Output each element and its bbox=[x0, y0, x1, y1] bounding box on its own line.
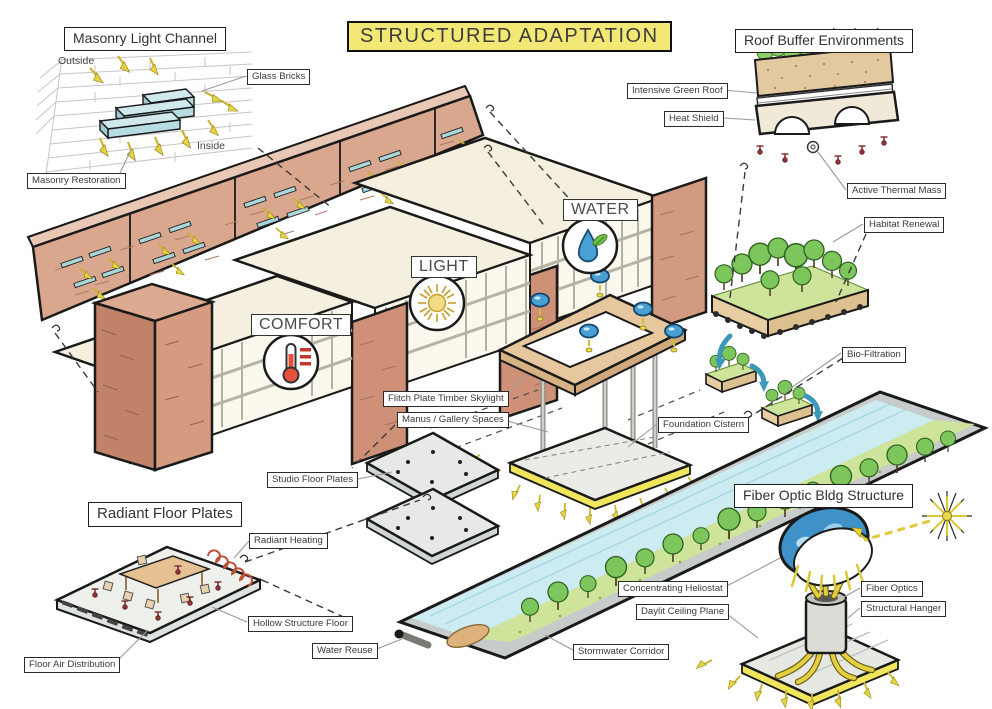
table-and-chairs bbox=[102, 554, 212, 610]
label-habitat-renewal: Habitat Renewal bbox=[864, 217, 945, 233]
label-foundation-cistern: Foundation Cistern bbox=[658, 417, 750, 433]
label-stormwater-corridor: Stormwater Corridor bbox=[573, 644, 670, 660]
label-water-reuse: Water Reuse bbox=[312, 643, 378, 659]
label-fiber-optics: Fiber Optics bbox=[861, 581, 923, 597]
dashed-connectors bbox=[54, 111, 867, 621]
label-radiant-heating: Radiant Heating bbox=[249, 533, 328, 549]
water-icon bbox=[561, 217, 619, 275]
label-outside: Outside bbox=[58, 55, 95, 67]
label-gallery-spaces: Manus / Gallery Spaces bbox=[397, 412, 509, 428]
comfort-icon bbox=[262, 333, 320, 391]
fiber-optic-cables bbox=[774, 646, 876, 686]
foundation-cistern-plate bbox=[464, 426, 702, 526]
zone-light: LIGHT bbox=[411, 256, 477, 278]
label-intensive-green-roof: Intensive Green Roof bbox=[627, 83, 728, 99]
brick-pier bbox=[350, 301, 409, 466]
label-glass-bricks: Glass Bricks bbox=[247, 69, 311, 85]
zone-comfort: COMFORT bbox=[251, 314, 352, 336]
label-bio-filtration: Bio-Filtration bbox=[842, 347, 906, 363]
heliostat-assembly bbox=[695, 491, 972, 709]
zone-water: WATER bbox=[563, 199, 638, 221]
timber-skylight bbox=[497, 293, 688, 470]
label-concentrating-heliostat: Concentrating Heliostat bbox=[618, 581, 728, 597]
light-icon bbox=[408, 274, 466, 332]
sun-icon bbox=[863, 491, 972, 542]
water-reuse-pipe bbox=[396, 630, 432, 649]
floor-air-vents bbox=[61, 600, 149, 637]
label-masonry-restoration: Masonry Restoration bbox=[27, 173, 126, 189]
radiant-heating-coils bbox=[207, 549, 253, 587]
habitat-planter bbox=[710, 237, 870, 339]
label-inside: Inside bbox=[197, 140, 226, 152]
sediment bbox=[446, 623, 490, 649]
studio-floor-plates-drawing bbox=[364, 431, 501, 566]
roof-buffer-title: Roof Buffer Environments bbox=[735, 29, 914, 53]
label-heat-shield: Heat Shield bbox=[664, 111, 724, 127]
radiant-floor-title: Radiant Floor Plates bbox=[88, 502, 242, 527]
radiant-floor-drawing bbox=[53, 545, 264, 644]
label-studio-floor-plates: Studio Floor Plates bbox=[267, 472, 359, 488]
thermal-mass-valves bbox=[755, 136, 889, 166]
heliostat-dish bbox=[778, 506, 873, 597]
right-brick-tower bbox=[650, 176, 708, 332]
label-hollow-structure-floor: Hollow Structure Floor bbox=[248, 616, 353, 632]
sun-ray bbox=[863, 519, 931, 542]
label-flitch-plate-timber-skylight: Flitch Plate Timber Skylight bbox=[383, 391, 509, 407]
diagram-title: STRUCTURED ADAPTATION bbox=[347, 21, 672, 52]
masonry-light-channel-title: Masonry Light Channel bbox=[64, 27, 226, 51]
label-structural-hanger: Structural Hanger bbox=[861, 601, 947, 617]
label-floor-air-distribution: Floor Air Distribution bbox=[24, 657, 121, 673]
fiber-optic-title: Fiber Optic Bldg Structure bbox=[734, 484, 914, 508]
label-active-thermal-mass: Active Thermal Mass bbox=[847, 183, 947, 199]
label-daylit-ceiling-plane: Daylit Ceiling Plane bbox=[636, 604, 730, 620]
bio-filtration-planters bbox=[704, 333, 823, 428]
stormwater-corridor-drawing bbox=[394, 390, 989, 660]
brick-facade bbox=[26, 84, 485, 322]
left-brick-tower bbox=[90, 282, 217, 472]
glass-bricks-drawing bbox=[98, 88, 196, 140]
